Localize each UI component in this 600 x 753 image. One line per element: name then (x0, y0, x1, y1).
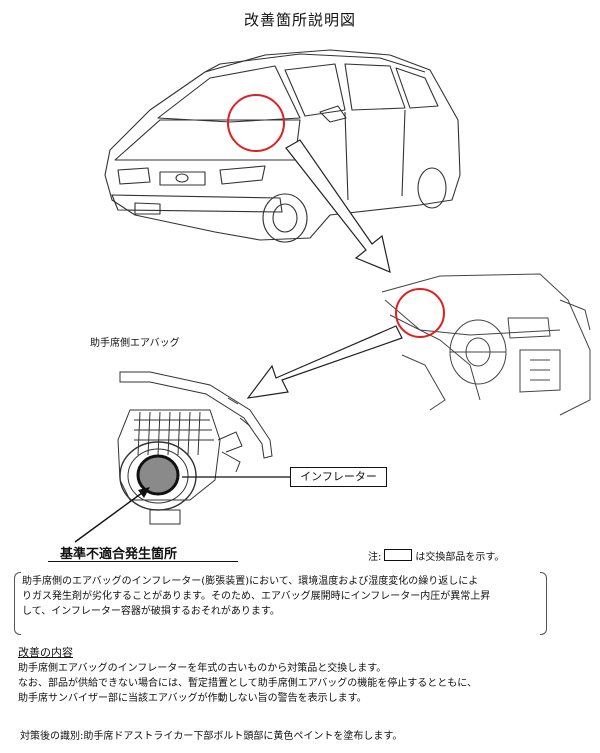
defect-location-label: 基準不適合発生箇所 (60, 547, 178, 562)
description-bracket-left (14, 572, 21, 635)
car-drawing (104, 49, 461, 243)
defect-description: 助手席側のエアバッグのインフレーター(膨張装置)において、環境温度および湿度変化… (22, 574, 538, 619)
description-line: りガス発生剤が劣化することがあります。そのため、エアバッグ展開時にインフレーター… (22, 591, 491, 602)
remedy-line: なお、部品が供給できない場合には、暫定措置として助手席側エアバッグの機能を停止す… (18, 678, 477, 689)
description-line: 助手席側のエアバッグのインフレーター(膨張装置)において、環境温度および湿度変化… (22, 576, 479, 587)
description-bracket-right (540, 572, 547, 635)
identification-note: 対策後の識別:助手席ドアストライカー下部ボルト頭部に黄色ペイントを塗布します。 (20, 731, 403, 742)
arrow-car-to-dashboard (285, 139, 391, 273)
airbag-module-drawing (117, 371, 273, 525)
highlight-circle-dashboard (395, 288, 445, 338)
arrow-dashboard-to-airbag (246, 325, 403, 399)
remedy-line: 助手席側エアバッグのインフレーターを年式の古いものから対策品と交換します。 (18, 663, 387, 674)
page-title: 改善箇所説明図 (243, 11, 356, 29)
dashboard-drawing (381, 273, 591, 416)
highlight-circle-car (227, 94, 285, 152)
inflator-part (136, 454, 180, 496)
remedy-heading: 改善の内容 (18, 646, 73, 659)
inflator-label: インフレーター (290, 467, 387, 487)
defect-label-underline (48, 561, 238, 562)
airbag-label: 助手席側エアバッグ (90, 338, 180, 349)
note-suffix: は交換部品を示す。 (415, 552, 505, 563)
description-line: して、インフレーター容器が破損するおそれがあります。 (22, 606, 280, 617)
note-prefix: 注: (368, 552, 382, 563)
remedy-line: 助手席サンバイザー部に当該エアバッグが作動しない旨の警告を表示します。 (18, 693, 367, 704)
replacement-part-note: 注: は交換部品を示す。 (368, 548, 504, 563)
defect-leader-line (74, 489, 147, 543)
defect-arrowhead (138, 487, 150, 498)
note-box-symbol (384, 549, 413, 561)
